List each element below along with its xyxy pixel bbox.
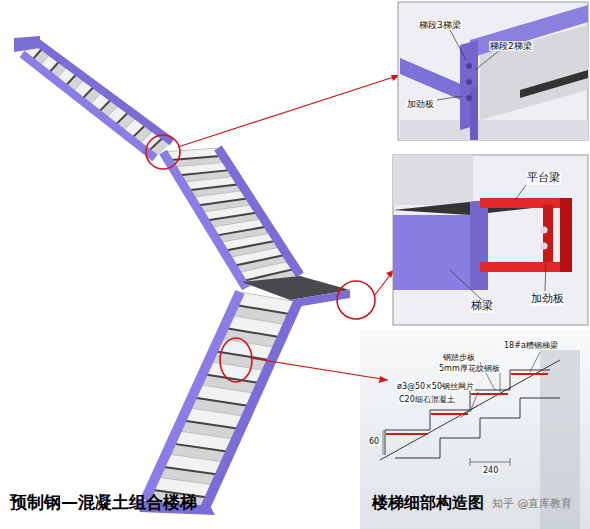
part-label: 梯段3梯梁 (418, 20, 462, 30)
stringer (34, 40, 172, 142)
part-label: ø3@50×50钢丝网片 (396, 382, 475, 391)
part-label: 18#a槽钢梯梁 (503, 341, 559, 350)
step-tread (177, 170, 232, 176)
step-tread (168, 156, 223, 161)
part-label: 平台梁 (526, 172, 561, 185)
step-tread (192, 397, 251, 406)
watermark: 知乎 @直库教育 (492, 498, 573, 511)
step-riser (191, 190, 251, 205)
step-tread (234, 305, 292, 315)
stringer (163, 152, 246, 288)
step-tread (171, 443, 230, 452)
part-label: 梯段2梯梁 (489, 41, 533, 51)
flight-slab (145, 292, 298, 508)
part-label: 钢踏步板 (442, 353, 476, 362)
step-riser (218, 233, 277, 251)
step-tread (205, 212, 259, 221)
stringer (22, 54, 155, 158)
flight-slab (163, 148, 300, 288)
head-beam (14, 36, 40, 52)
part-label: 240 (482, 466, 499, 475)
part-label: 加劲板 (406, 99, 435, 109)
step-riser (209, 219, 268, 236)
step-tread (213, 351, 272, 360)
part-label: 60 (368, 437, 380, 446)
part-label: 5mm厚花纹钢板 (438, 364, 501, 373)
step-riser (200, 204, 260, 220)
caption-text: 楼梯细部构造图 (372, 494, 484, 512)
flight-slab (22, 40, 172, 158)
caption-text: 预制钢—混凝土组合楼梯 (10, 493, 197, 513)
step-tread (160, 466, 220, 474)
part-label: 梯梁 (470, 300, 494, 313)
step-tread (214, 226, 268, 236)
step-tread (181, 420, 240, 429)
step-tread (187, 184, 242, 191)
step-tread (224, 328, 282, 338)
step-tread (196, 198, 251, 206)
part-label: C20细石混凝土 (398, 395, 456, 404)
stringer (145, 292, 240, 500)
part-label: 加劲板 (530, 293, 565, 306)
step-riser (228, 247, 287, 266)
